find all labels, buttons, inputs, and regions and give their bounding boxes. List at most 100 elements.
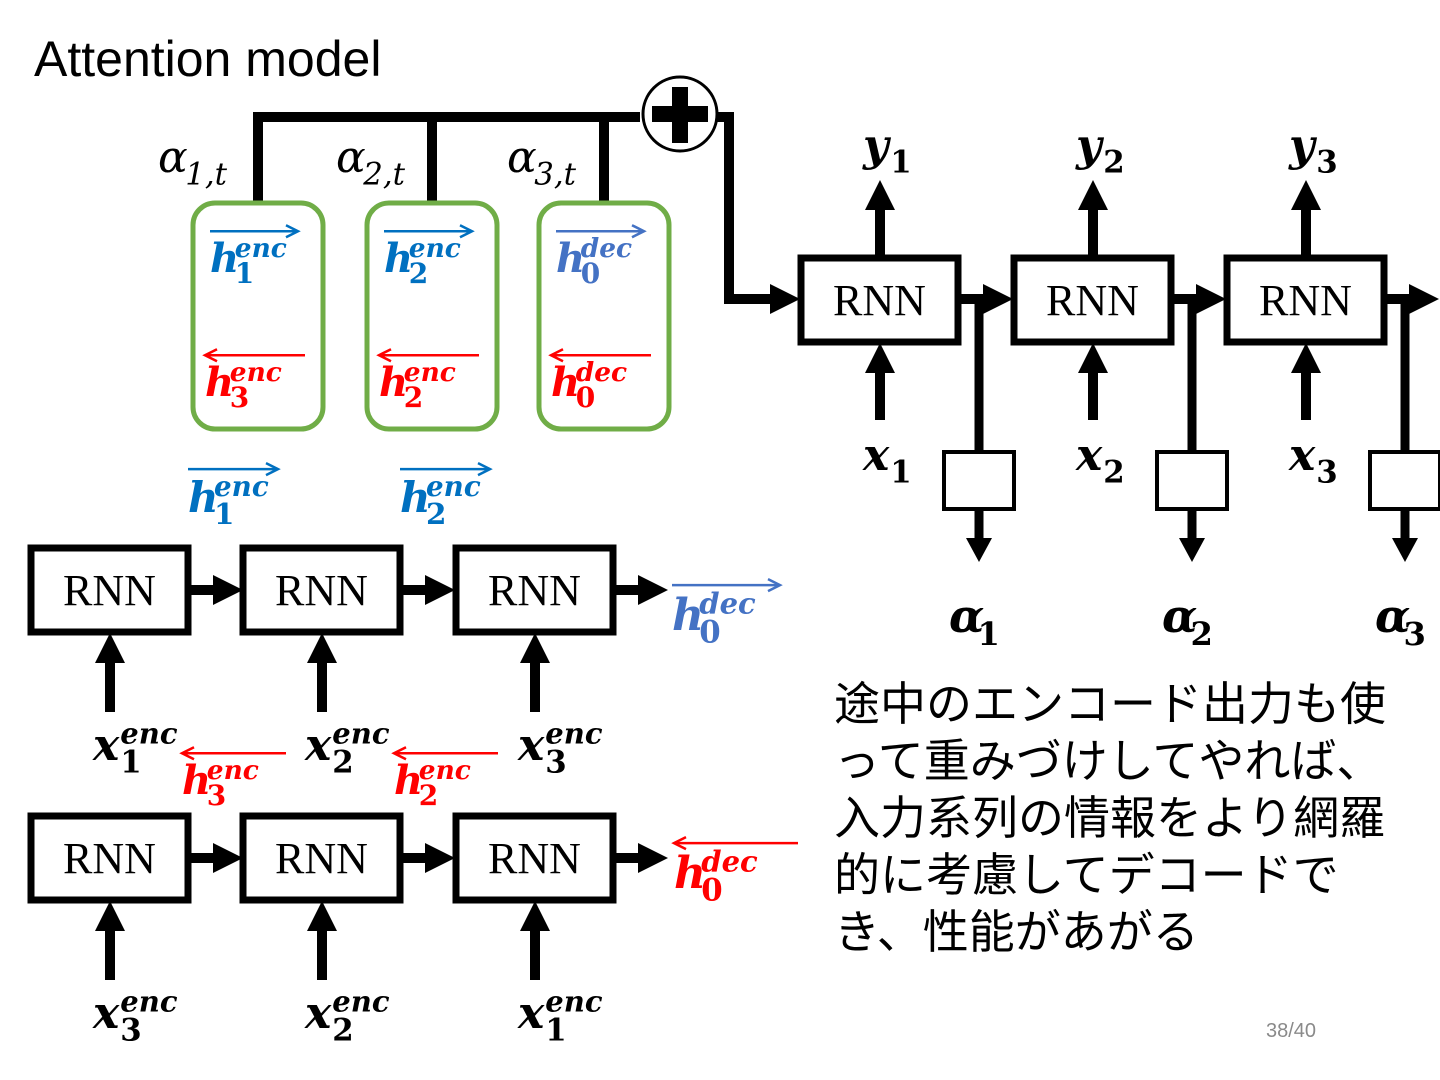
decoder-rnn-3-label: RNN	[1259, 276, 1352, 325]
forward-encoder-rnn-1-label: RNN	[63, 566, 156, 615]
decoder-input-x2-text: x2	[1075, 430, 1125, 490]
forward-encoder-rnn-3: RNN	[452, 544, 617, 636]
backward-input-arrow-2	[307, 901, 337, 980]
backward-input-arrow-1	[95, 901, 125, 980]
attention-alpha-2-text: α2	[1162, 589, 1213, 653]
backward-recurrent-arrow-1-head	[213, 843, 243, 873]
page-number: 38/40	[1266, 1020, 1317, 1042]
attention-alpha-3-text: α3	[1375, 589, 1426, 653]
decoder-input-arrow-3	[1291, 343, 1321, 420]
group-1-forward-state-vector-arrowhead	[285, 224, 301, 239]
decoder-output-y3: y3	[1288, 120, 1338, 180]
context-group-1	[190, 200, 326, 432]
decoder-input-arrow-2	[1078, 343, 1108, 420]
forward-input-arrow-3	[520, 633, 550, 712]
backward-recurrent-arrow-2-head	[425, 843, 455, 873]
group-1-backward-state-vector-arrowhead	[202, 348, 218, 363]
decoder-input-x3-text: x3	[1288, 430, 1338, 490]
forward-input-arrow-2	[307, 633, 337, 712]
decoder-recurrent-arrow-1	[959, 284, 1013, 314]
attention-weight-1-text: α1,t	[158, 132, 228, 192]
decoder-recurrent-arrow-3-head	[1409, 284, 1439, 314]
forward-recurrent-arrow-1-head	[213, 575, 243, 605]
group-2-backward-state-vector-arrowhead	[376, 348, 392, 363]
backward-final-state-vector-arrowhead	[671, 836, 687, 851]
score-output-arrow-3	[1392, 510, 1418, 562]
decoder-input-x3: x3	[1288, 430, 1338, 490]
score-output-arrow-2	[1179, 510, 1205, 562]
score-box-3	[1368, 450, 1440, 511]
forward-encoder-rnn-2: RNN	[239, 544, 404, 636]
forward-input-arrow-2-head	[307, 633, 337, 663]
backward-input-arrow-3-head	[520, 901, 550, 931]
decoder-recurrent-arrow-2	[1172, 284, 1226, 314]
decoder-input-x1: x1	[862, 430, 912, 490]
decoder-rnn-1-label: RNN	[833, 276, 926, 325]
forward-encoder-rnn-3-frame	[452, 544, 617, 636]
decoder-output-y3-text: y3	[1288, 120, 1338, 180]
backward-recurrent-arrow-1	[189, 843, 243, 873]
attention-weight-3-text: α3,t	[507, 132, 577, 192]
decoder-recurrent-arrow-1-head	[983, 284, 1013, 314]
attention-weight-2-text: α2,t	[336, 132, 406, 192]
decoder-output-arrow-3	[1291, 180, 1321, 258]
slide-title: Attention model	[34, 31, 382, 87]
decoder-output-y1: y1	[862, 120, 912, 180]
decoder-rnn-3: RNN	[1223, 254, 1388, 346]
backward-input-arrow-2-head	[307, 901, 337, 931]
backward-encoder-rnn-1: RNN	[27, 812, 192, 904]
forward-input-arrow-1	[95, 633, 125, 712]
group-2-forward-state-vector-arrowhead	[459, 224, 475, 239]
backward-recurrent-arrow-2	[401, 843, 455, 873]
backward-encoder-rnn-2-frame	[239, 812, 404, 904]
attention-alpha-1: α1	[949, 589, 1000, 653]
decoder-input-arrow-1-head	[865, 343, 895, 373]
decoder-input-x1-text: x1	[862, 430, 912, 490]
forward-input-arrow-3-head	[520, 633, 550, 663]
decoder-rnn-2-label: RNN	[1046, 276, 1139, 325]
backward-hidden-1-vector-arrowhead	[179, 746, 195, 761]
forward-hidden-1-vector-arrowhead	[265, 462, 281, 477]
plus-horizontal	[652, 106, 708, 122]
forward-input-arrow-1-head	[95, 633, 125, 663]
attention-weight-3: α3,t	[507, 132, 577, 192]
score-output-arrow-2-head	[1179, 538, 1205, 562]
group-3-forward-state-vector-arrowhead	[631, 224, 647, 239]
attention-alpha-2: α2	[1162, 589, 1213, 653]
decoder-input-arrow-2-head	[1078, 343, 1108, 373]
attention-alpha-3: α3	[1375, 589, 1426, 653]
backward-hidden-2-vector-arrowhead	[391, 746, 407, 761]
backward-encoder-rnn-2: RNN	[239, 812, 404, 904]
decoder-rnn-1: RNN	[797, 254, 962, 346]
forward-recurrent-arrow-3-head	[638, 575, 668, 605]
decoder-recurrent-arrow-2-head	[1196, 284, 1226, 314]
forward-encoder-rnn-3-label: RNN	[488, 566, 581, 615]
context-arrow-head	[770, 284, 800, 314]
backward-encoder-rnn-1-label: RNN	[63, 834, 156, 883]
group-3-backward-state-vector-arrowhead	[548, 348, 564, 363]
